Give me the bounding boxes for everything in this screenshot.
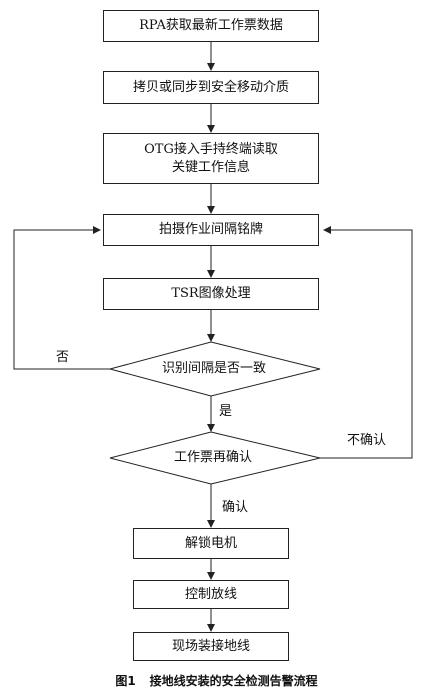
- step-copy-sync-label: 拷贝或同步到安全移动介质: [132, 79, 289, 95]
- edge-label-confirmed: 确认: [222, 500, 249, 515]
- step-control-payout: 控制放线: [133, 580, 289, 609]
- step-shoot-nameplate: 拍摄作业间隔铭牌: [103, 214, 319, 246]
- figure-caption: 图1 接地线安装的安全检测告警流程: [0, 672, 433, 689]
- decision-1-label: 识别间隔是否一致: [161, 361, 267, 376]
- edge-label-yes: 是: [219, 404, 233, 419]
- decision-2-label: 工作票再确认: [173, 450, 253, 465]
- decision-diamond-2: [109, 431, 321, 485]
- step-otg-read: OTG接入手持终端读取 关键工作信息: [103, 133, 319, 184]
- step-unlock-motor: 解锁电机: [133, 528, 289, 559]
- edge-label-not-confirmed: 不确认: [347, 433, 387, 448]
- edge-label-no: 否: [56, 350, 70, 365]
- step-tsr-processing-label: TSR图像处理: [171, 286, 251, 301]
- decision-diamond-1: [108, 341, 321, 397]
- step-otg-read-label-2: 关键工作信息: [171, 159, 250, 175]
- step-control-payout-label: 控制放线: [184, 586, 237, 602]
- step-copy-sync: 拷贝或同步到安全移动介质: [103, 71, 319, 104]
- step-shoot-nameplate-label: 拍摄作业间隔铭牌: [158, 222, 263, 237]
- figure-number: 图1: [115, 674, 136, 688]
- loop-no-back-to-step4: [13, 226, 110, 370]
- loop-not-confirmed-back-to-step4: [320, 226, 413, 459]
- step-unlock-motor-label: 解锁电机: [184, 535, 237, 551]
- step-install-ground-wire-label: 现场装接地线: [171, 638, 250, 654]
- step-install-ground-wire: 现场装接地线: [133, 632, 289, 661]
- figure-title: 接地线安装的安全检测告警流程: [149, 674, 318, 688]
- step-rpa-fetch-label: RPA获取最新工作票数据: [139, 18, 283, 33]
- step-rpa-fetch: RPA获取最新工作票数据: [103, 10, 319, 42]
- step-tsr-processing: TSR图像处理: [103, 278, 319, 310]
- step-otg-read-label-1: OTG接入手持终端读取: [144, 141, 278, 157]
